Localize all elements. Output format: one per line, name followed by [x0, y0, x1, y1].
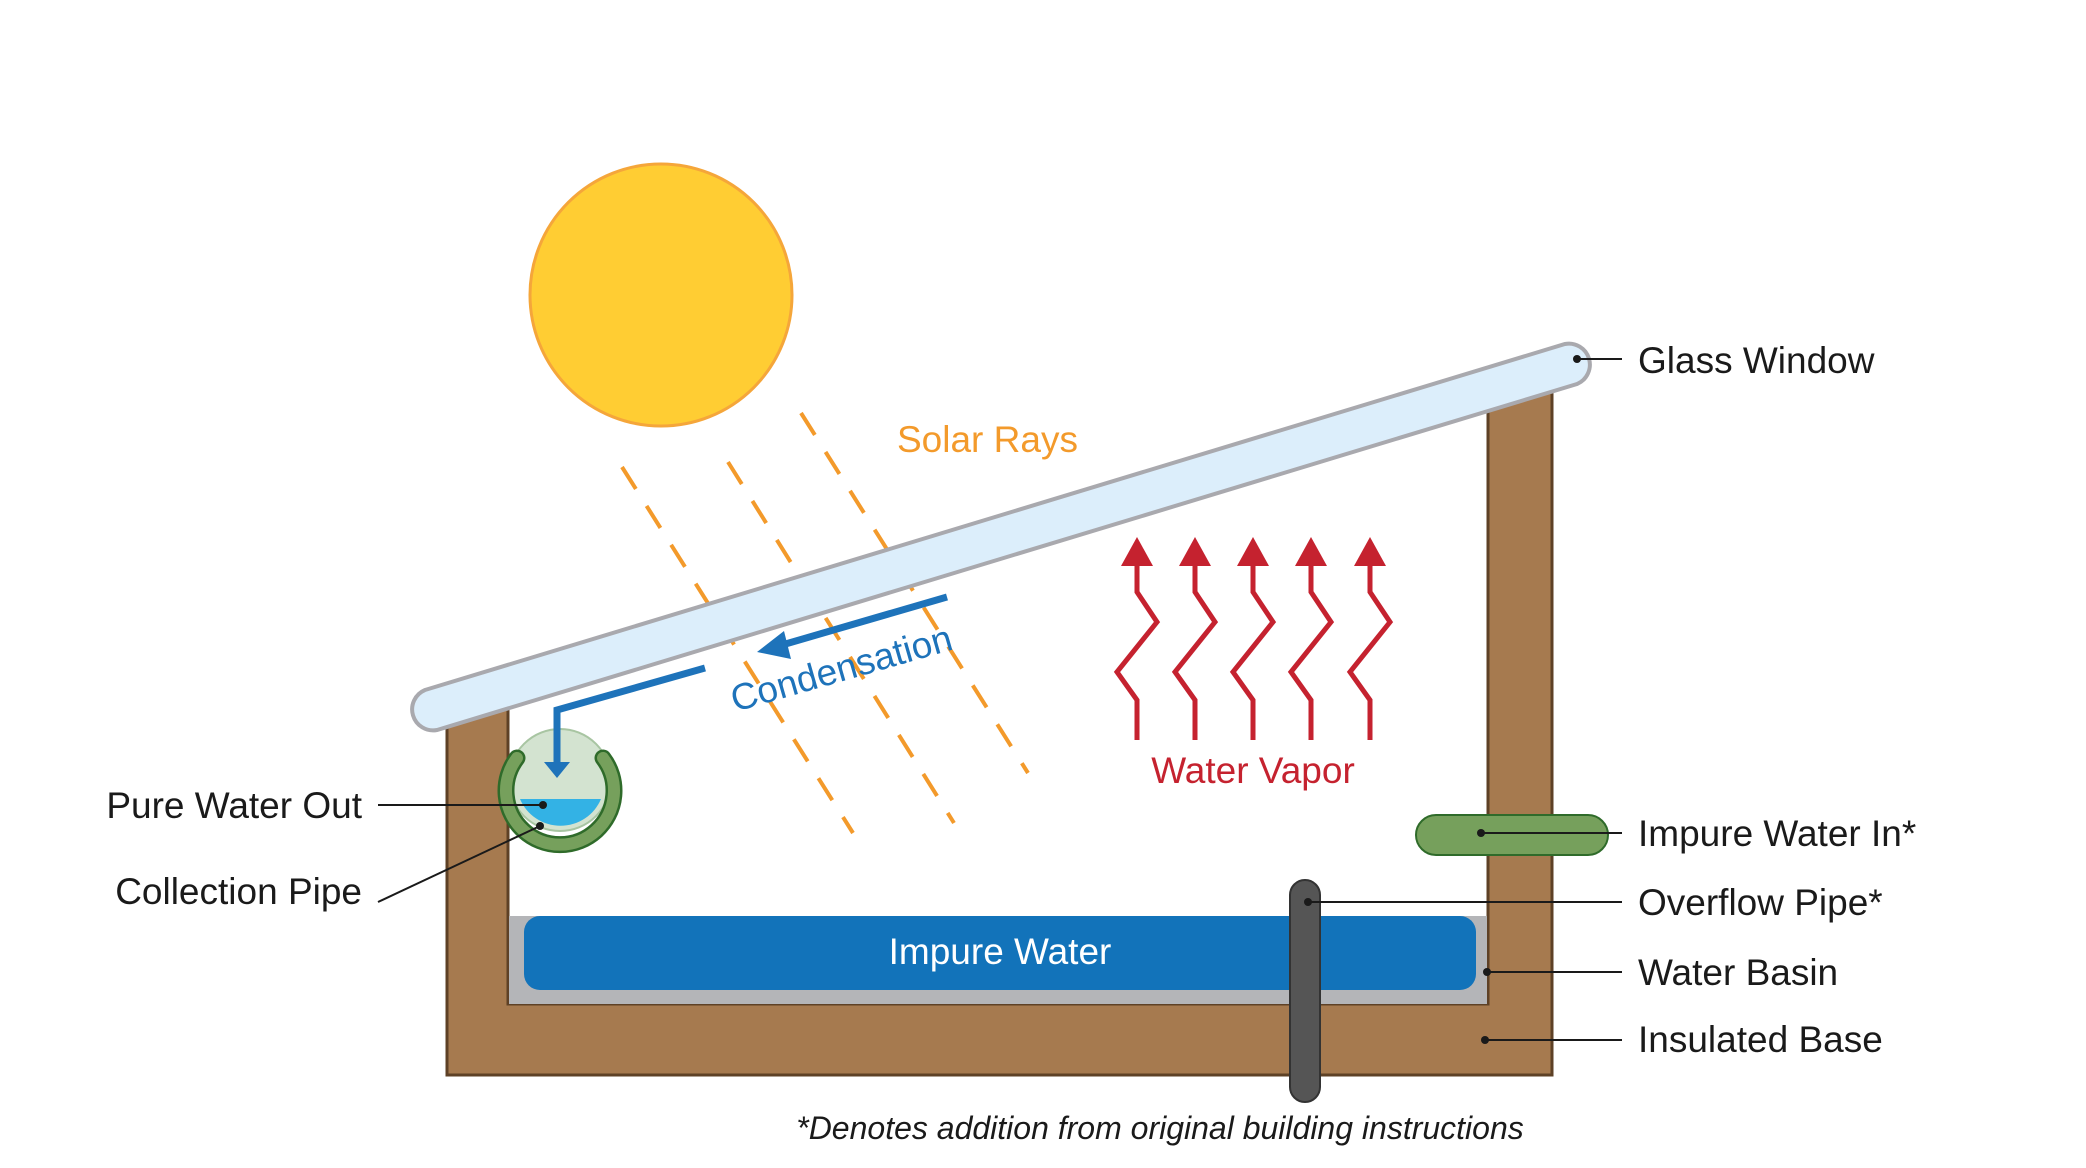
glass-window — [410, 341, 1592, 733]
solar-ray — [799, 411, 1030, 775]
sun-icon — [528, 162, 794, 428]
overflow-pipe-label: Overflow Pipe* — [1638, 882, 1883, 923]
wavy-arrow-up-icon — [1113, 562, 1161, 740]
footnote: *Denotes addition from original building… — [796, 1110, 1524, 1146]
water-basin-label: Water Basin — [1638, 952, 1838, 993]
overflow-pipe — [1289, 879, 1321, 1103]
arrow-down-icon — [544, 762, 570, 778]
collection-pipe-label: Collection Pipe — [115, 871, 362, 912]
water-vapor-arrowheads — [1121, 537, 1386, 566]
glass-window-label: Glass Window — [1638, 340, 1875, 381]
wavy-arrow-up-icon — [1171, 562, 1219, 740]
callout-dots — [536, 355, 1581, 1044]
impure-water — [524, 916, 1476, 990]
impure-water-in-pipe — [1415, 814, 1609, 856]
impure-water-in-label: Impure Water In* — [1638, 813, 1916, 854]
pure-water-out-label: Pure Water Out — [106, 785, 362, 826]
insulated-base-label: Insulated Base — [1638, 1019, 1883, 1060]
solar-rays — [620, 411, 1030, 835]
water-vapor-label: Water Vapor — [1151, 750, 1355, 791]
water-vapor-arrows — [1113, 562, 1394, 740]
wavy-arrow-up-icon — [1346, 562, 1394, 740]
callout-lines — [377, 358, 1622, 1041]
condensation-arrows — [553, 593, 948, 765]
arrow-left-icon — [757, 631, 791, 659]
wavy-arrow-up-icon — [1287, 562, 1335, 740]
solar-rays-label: Solar Rays — [897, 419, 1078, 460]
solar-ray — [726, 460, 956, 825]
wavy-arrow-up-icon — [1229, 562, 1277, 740]
impure-water-label: Impure Water — [889, 931, 1112, 972]
